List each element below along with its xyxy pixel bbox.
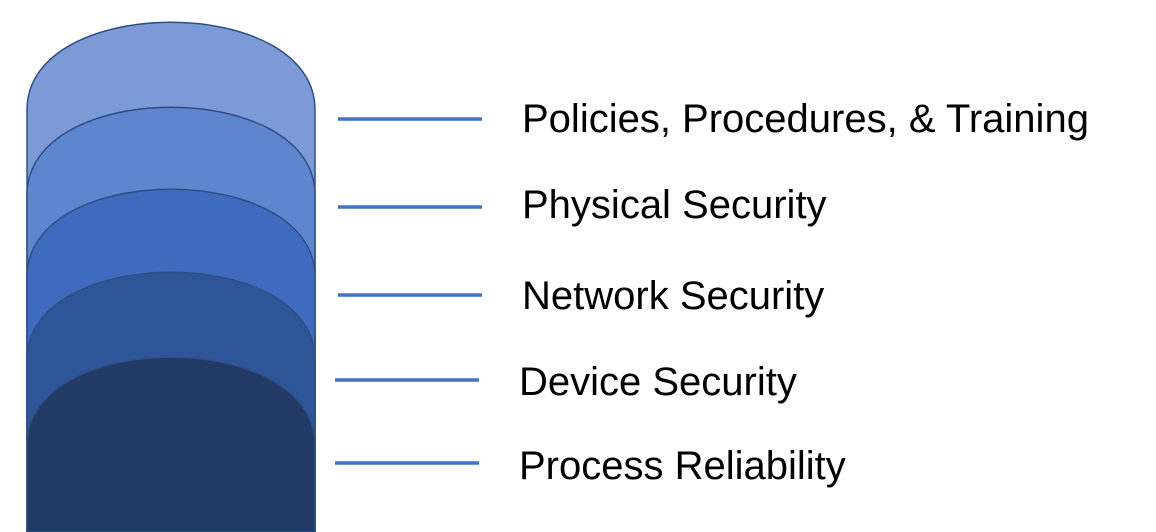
label-device: Device Security xyxy=(519,360,797,404)
dome-process xyxy=(26,356,316,532)
layer-domes xyxy=(26,21,316,532)
label-policies: Policies, Procedures, & Training xyxy=(522,97,1089,141)
label-physical: Physical Security xyxy=(522,183,827,227)
label-network: Network Security xyxy=(522,274,824,318)
label-process: Process Reliability xyxy=(519,444,846,488)
